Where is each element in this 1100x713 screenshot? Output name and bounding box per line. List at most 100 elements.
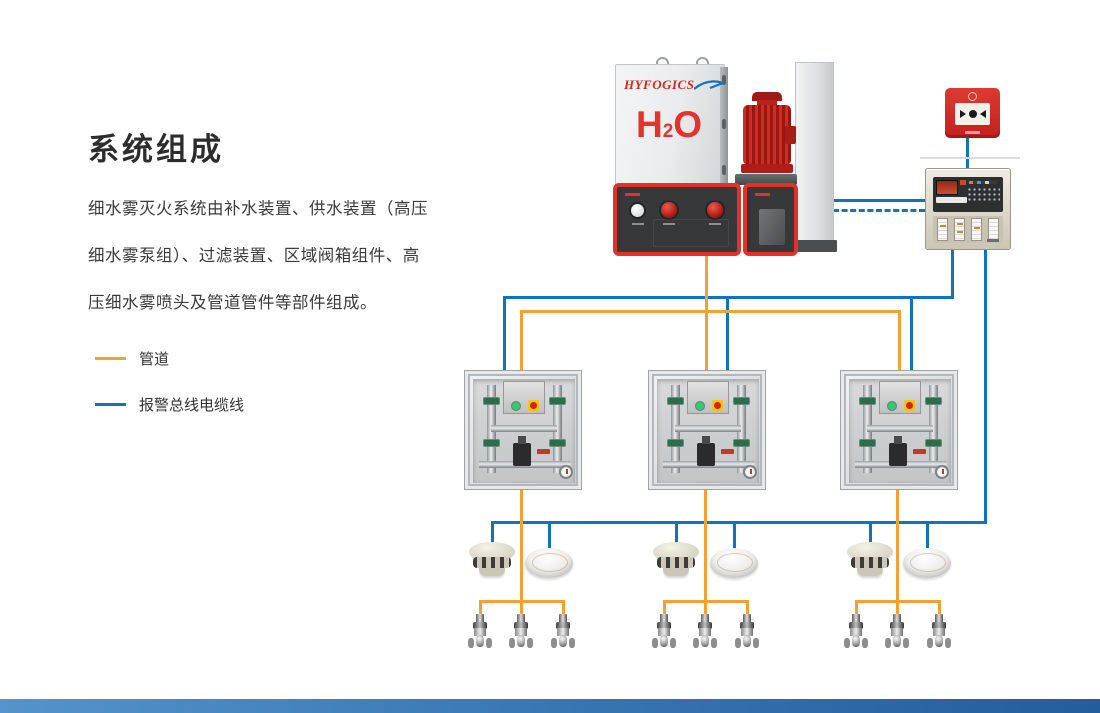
alarm-control-panel — [925, 168, 1011, 250]
cabinet-window — [759, 209, 785, 245]
solenoid-valve — [889, 436, 907, 466]
emergency-button — [904, 400, 915, 411]
brand-logo-text: HYFOGICS — [624, 77, 695, 92]
valve-clamp — [859, 439, 876, 447]
smoke-detector — [469, 542, 515, 578]
valve-clamp — [483, 439, 500, 447]
red-valve-handle — [913, 449, 926, 454]
brand-logo: HYFOGICS — [624, 77, 725, 93]
ceiling-detector — [903, 548, 951, 578]
arrow-left-icon — [979, 110, 986, 118]
ceiling-detector — [710, 548, 758, 578]
pipe-line — [938, 600, 941, 614]
valve-clamp — [549, 397, 566, 405]
pipe-line — [746, 600, 749, 614]
legend-item-pipe: 管道 — [95, 348, 169, 369]
cable-line — [869, 521, 872, 544]
valve-clamp — [733, 439, 750, 447]
pipe-line — [705, 255, 708, 372]
brand-swoosh-icon — [694, 80, 725, 90]
zone-indicator-strip — [954, 218, 965, 241]
smoke-detector — [653, 542, 699, 578]
pressure-gauge — [661, 202, 677, 218]
gauge-label — [632, 223, 644, 225]
legend-pipe-label: 管道 — [139, 351, 170, 368]
mist-nozzle — [467, 614, 493, 650]
water-tank — [615, 64, 725, 188]
mist-nozzle — [843, 614, 869, 650]
cable-line — [733, 521, 736, 549]
motor-flange — [741, 164, 793, 173]
pump-side-cabinet — [743, 183, 798, 256]
zone-indicator-strip — [937, 218, 948, 241]
description-line: 细水雾泵组）、过滤装置、区域阀箱组件、高 — [88, 247, 420, 265]
valve-clamp — [549, 439, 566, 447]
filter-cabinet — [795, 62, 834, 242]
arrow-right-icon — [959, 110, 966, 118]
cable-line — [503, 296, 506, 372]
solenoid-valve — [513, 436, 531, 466]
valve-clamp — [925, 397, 942, 405]
valve-clamp — [733, 397, 750, 405]
cabinet-logo — [625, 193, 640, 196]
motor-neck — [757, 100, 777, 106]
gauge-label — [663, 223, 675, 225]
manual-call-point — [945, 88, 1000, 138]
cable-line — [726, 296, 729, 372]
pipe-line — [520, 488, 523, 600]
valve-pipe — [491, 425, 557, 432]
cable-line — [910, 296, 913, 372]
ceiling-detector — [525, 548, 573, 578]
tank-door-hinge — [720, 67, 728, 184]
description-line: 压细水雾喷头及管道管件等部件组成。 — [88, 294, 377, 312]
mist-nozzle — [884, 614, 910, 650]
mist-nozzle — [926, 614, 952, 650]
pipe-line — [520, 310, 901, 313]
mist-nozzle — [508, 614, 534, 650]
pipe-line — [896, 600, 899, 614]
zone-indicator-strip — [971, 218, 982, 241]
mist-nozzle — [651, 614, 677, 650]
valve-control-box — [687, 381, 729, 414]
red-valve-handle — [537, 449, 550, 454]
pipe-line-swatch — [95, 357, 126, 360]
box-pressure-gauge — [559, 465, 573, 479]
valve-pipe — [929, 385, 938, 473]
pipe-line — [704, 600, 707, 614]
panel-alarm-led — [960, 180, 966, 185]
green-indicator — [512, 402, 520, 410]
cable-line — [966, 137, 969, 168]
box-pressure-gauge — [935, 465, 949, 479]
cable-line — [984, 248, 987, 524]
pipe-line — [479, 600, 482, 614]
valve-clamp — [925, 439, 942, 447]
smoke-detector — [847, 542, 893, 578]
cable-line — [926, 521, 929, 549]
valve-clamp — [483, 397, 500, 405]
legend-cable-label: 报警总线电缆线 — [139, 397, 245, 414]
green-indicator — [696, 402, 704, 410]
pipe-line — [898, 310, 901, 372]
page-title: 系统组成 — [88, 132, 224, 167]
cabinet-base — [791, 240, 837, 252]
cabinet-logo — [755, 193, 770, 196]
pump-motor — [741, 92, 796, 184]
pump-motor-base — [735, 174, 797, 185]
mist-nozzle — [550, 614, 576, 650]
description: 细水雾灭火系统由补水装置、供水装置（高压 细水雾泵组）、过滤装置、区域阀箱组件、… — [88, 186, 448, 327]
motor-body — [743, 105, 791, 165]
emergency-button — [528, 400, 539, 411]
tank-h2o-label: H2O — [635, 104, 703, 145]
call-point-emblem-icon — [968, 92, 977, 101]
zone-indicator-strip — [988, 218, 999, 241]
panel-display-section — [933, 177, 1003, 212]
zone-valve-box — [648, 370, 766, 490]
panel-model-tag — [987, 239, 999, 242]
box-pressure-gauge — [743, 465, 757, 479]
call-point-plate — [955, 103, 990, 125]
call-point-label — [965, 131, 980, 134]
pipe-line — [663, 600, 666, 614]
valve-pipe — [867, 425, 933, 432]
legend-item-cable: 报警总线电缆线 — [95, 394, 244, 415]
